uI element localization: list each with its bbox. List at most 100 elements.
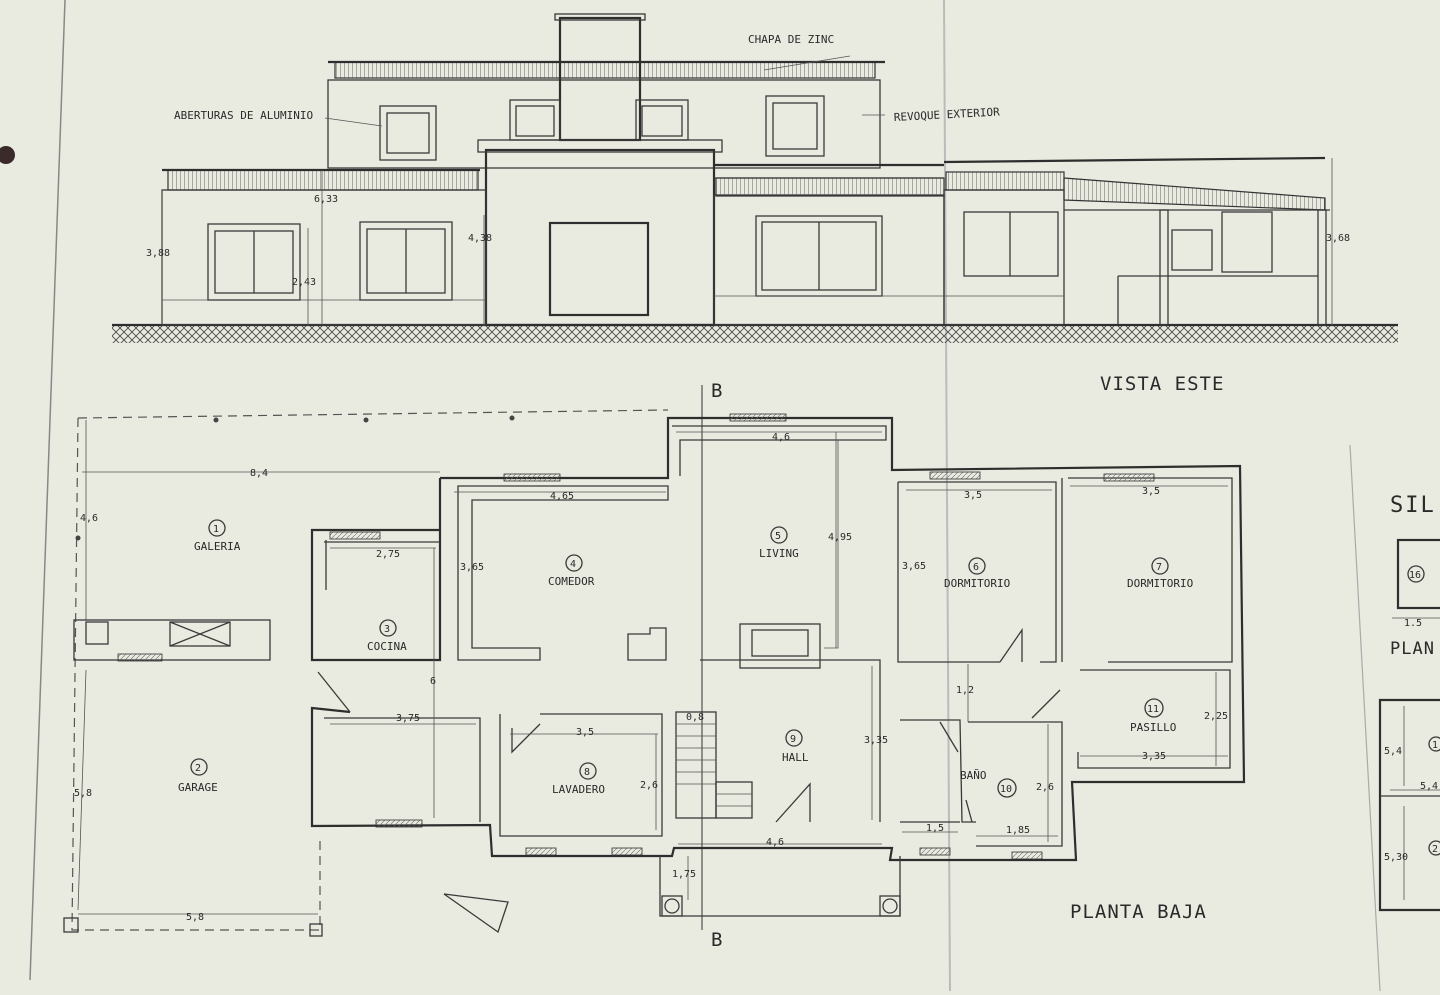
- room-8-name: LAVADERO: [552, 783, 605, 796]
- room-6: 6 DORMITORIO: [944, 557, 1010, 590]
- paper-edges: [0, 0, 1381, 992]
- ground-line: [112, 325, 1398, 343]
- room-6-name: DORMITORIO: [944, 577, 1010, 590]
- dim-3-5-c: 3,5: [576, 727, 594, 738]
- pasillo-walls: [1077, 669, 1231, 769]
- note-revoque-exterior: REVOQUE EXTERIOR: [893, 105, 1000, 124]
- room-4-number: 4: [570, 559, 576, 570]
- dim-3-65-b: 3,65: [902, 561, 926, 572]
- section-mark-bottom: B: [711, 929, 723, 951]
- side-circle-2: 2: [1432, 844, 1438, 855]
- lavadero-walls: [499, 713, 663, 837]
- dim-4-95: 4,95: [828, 532, 852, 543]
- room-2-name: GARAGE: [178, 781, 218, 794]
- room-10-number: 10: [1000, 784, 1012, 795]
- dim-h-center: 4,38: [468, 233, 492, 244]
- room-8: 8 LAVADERO: [552, 762, 605, 796]
- room-9-number: 9: [790, 734, 796, 745]
- dim-2-75: 2,75: [376, 549, 400, 560]
- side-title-top: SIL: [1390, 493, 1436, 518]
- central-window: [548, 221, 650, 317]
- dim-1-85: 1,85: [1006, 825, 1030, 836]
- room-7-number: 7: [1156, 562, 1162, 573]
- right-roof-1: [715, 177, 945, 197]
- north-arrow: [443, 893, 509, 934]
- room-7-name: DORMITORIO: [1127, 577, 1193, 590]
- left-roof: [167, 169, 479, 191]
- note-aberturas-de-aluminio: ABERTURAS DE ALUMINIO: [174, 109, 313, 122]
- galeria-counter: [73, 619, 271, 661]
- side-circle-16: 16: [1409, 570, 1421, 581]
- dormitorio-6-walls: [898, 481, 1057, 663]
- room-5-name: LIVING: [759, 547, 799, 560]
- dim-1-75: 1,75: [672, 869, 696, 880]
- room-2: 2 GARAGE: [178, 758, 218, 794]
- dim-8-4: 8,4: [250, 468, 268, 479]
- dim-3-75: 3,75: [396, 713, 420, 724]
- bano-walls: [900, 719, 976, 823]
- side-dim-5-4-b: 5,4: [1420, 781, 1438, 792]
- room-10: 10 BAÑO: [960, 769, 1017, 798]
- dim-h-window: 2,43: [292, 277, 316, 288]
- dim-h-right: 3,68: [1326, 233, 1350, 244]
- porch-column-2: [1317, 209, 1327, 326]
- side-dim-1-5: 1.5: [1404, 618, 1422, 629]
- dim-4-6-bottom: 4,6: [766, 837, 784, 848]
- dim-4-65: 4,65: [550, 491, 574, 502]
- elevation-title: VISTA ESTE: [1100, 373, 1224, 395]
- dim-1-2: 1,2: [956, 685, 974, 696]
- side-dim-5-4-a: 5,4: [1384, 746, 1402, 757]
- room-3-name: COCINA: [367, 640, 407, 653]
- room-11-number: 11: [1147, 704, 1159, 715]
- dim-h-left: 3,88: [146, 248, 170, 259]
- room-4-name: COMEDOR: [548, 575, 595, 588]
- room-9: 9 HALL: [782, 729, 809, 764]
- side-dim-5-30: 5,30: [1384, 852, 1408, 863]
- room-1: 1 GALERIA: [194, 519, 241, 553]
- dim-3-65-a: 3,65: [460, 562, 484, 573]
- outer-walls: [310, 416, 1246, 862]
- porch-column-1: [1159, 209, 1169, 326]
- room-4: 4 COMEDOR: [548, 554, 595, 588]
- room-11: 11 PASILLO: [1130, 698, 1176, 734]
- dim-2-25: 2,25: [1204, 711, 1228, 722]
- room-3: 3 COCINA: [367, 619, 407, 653]
- right-window-2: [963, 211, 1059, 277]
- floor-plan-planta-baja: B B: [63, 380, 1246, 951]
- room-6-number: 6: [973, 562, 979, 573]
- room-7: 7 DORMITORIO: [1127, 557, 1193, 590]
- room-1-number: 1: [213, 524, 219, 535]
- central-block: [484, 148, 716, 327]
- dim-h-upper: 6,33: [314, 194, 338, 205]
- left-window-2: [359, 221, 453, 301]
- chimney: [558, 16, 642, 142]
- left-wing: [161, 189, 487, 326]
- dim-5-8-bottom: 5,8: [186, 912, 204, 923]
- dim-1-5: 1,5: [926, 823, 944, 834]
- side-sheet: SIL 16 1.5 PLAN 1 2 5,4 5,4 5,30: [1378, 493, 1440, 912]
- room-5: 5 LIVING: [759, 526, 799, 560]
- room-8-number: 8: [584, 767, 590, 778]
- porch-roof: [1063, 177, 1326, 211]
- dormitorio-7-walls: [1068, 477, 1233, 663]
- left-window-1: [207, 223, 301, 301]
- stairs: [675, 711, 753, 819]
- dim-2-6-a: 2,6: [640, 780, 658, 791]
- side-circle-1: 1: [1432, 740, 1438, 751]
- dim-3-35-a: 3,35: [864, 735, 888, 746]
- galeria-outline: [77, 409, 669, 419]
- room-3-number: 3: [384, 624, 390, 635]
- note-chapa-de-zinc: CHAPA DE ZINC: [748, 33, 834, 46]
- dim-3-5-a: 3,5: [964, 490, 982, 501]
- room-5-number: 5: [775, 531, 781, 542]
- dim-3-35-b: 3,35: [1142, 751, 1166, 762]
- elevation-vista-este: 3,88 6,33 2,43 4,38 3,68 CHAPA DE ZINC A…: [112, 13, 1398, 395]
- dim-3-5-b: 3,5: [1142, 486, 1160, 497]
- dim-6: 6: [430, 676, 436, 687]
- upper-window-1: [379, 105, 437, 161]
- room-1-name: GALERIA: [194, 540, 241, 553]
- dim-0-8: 0,8: [686, 712, 704, 723]
- upper-window-4: [765, 95, 825, 157]
- cocina-inner-walls: [324, 717, 481, 822]
